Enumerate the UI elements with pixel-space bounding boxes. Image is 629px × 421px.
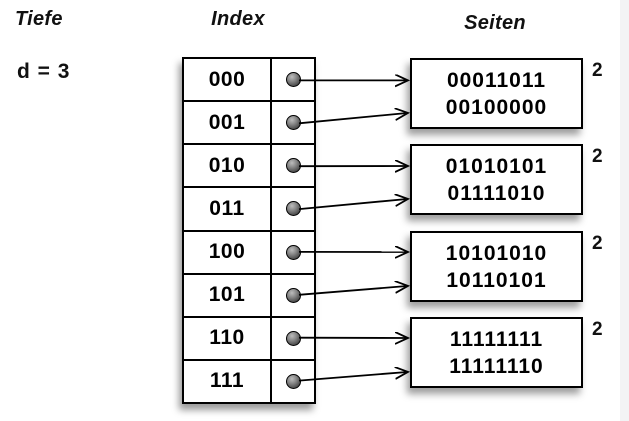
pointer-cell	[272, 59, 314, 100]
index-bits: 111	[184, 360, 272, 402]
local-depth-label-3: 2	[592, 319, 603, 340]
page-entry: 11111110	[449, 354, 544, 378]
pointer-cell	[272, 361, 314, 402]
local-depth-label-0: 2	[592, 60, 603, 81]
page-entry: 10110101	[446, 268, 547, 292]
page-entry: 01010101	[445, 154, 548, 178]
right-edge-band	[620, 0, 629, 421]
page-entry: 00011011	[446, 68, 547, 92]
index-row: 110	[184, 317, 314, 361]
pointer-dot	[285, 330, 301, 346]
pointer-dot	[285, 287, 301, 303]
index-bits: 000	[184, 59, 272, 101]
page-box-0: 00011011 00100000	[410, 58, 583, 129]
local-depth-label-2: 2	[592, 233, 603, 254]
page-box-2: 10101010 10110101	[410, 231, 583, 302]
pointer-cell	[272, 232, 314, 273]
index-row: 001	[184, 102, 314, 146]
local-depth-label-1: 2	[592, 146, 603, 167]
pointer-dot	[285, 72, 301, 88]
index-bits: 100	[184, 231, 272, 273]
pointer-dot	[285, 373, 301, 389]
page-box-3: 11111111 11111110	[410, 317, 583, 388]
index-bits: 110	[184, 317, 272, 359]
page-entry: 01111010	[447, 181, 546, 205]
index-bits: 001	[184, 102, 272, 144]
pointer-dot	[285, 244, 301, 260]
global-depth-value: d = 3	[17, 60, 71, 83]
index-row: 011	[184, 188, 314, 232]
index-row: 101	[184, 274, 314, 318]
index-column-header: Index	[211, 8, 265, 30]
pointer-dot	[285, 158, 301, 174]
index-table: 000 001 010 011 100 101 110 111	[182, 57, 316, 404]
index-bits: 011	[184, 188, 272, 230]
page-entry: 00100000	[445, 95, 548, 119]
pointer-cell	[272, 188, 314, 229]
pointer-dot	[285, 201, 301, 217]
pointer-cell	[272, 318, 314, 359]
pointer-cell	[272, 102, 314, 143]
page-entry: 11111111	[449, 327, 544, 351]
page-entry: 10101010	[445, 241, 548, 265]
index-row: 000	[184, 59, 314, 103]
pages-column-header: Seiten	[464, 12, 526, 34]
pointer-cell	[272, 145, 314, 186]
depth-column-header: Tiefe	[15, 8, 63, 30]
index-bits: 101	[184, 274, 272, 316]
index-row: 100	[184, 231, 314, 275]
page-box-1: 01010101 01111010	[410, 144, 583, 215]
pointer-dot	[285, 115, 301, 131]
index-bits: 010	[184, 145, 272, 187]
index-row: 010	[184, 145, 314, 189]
pointer-cell	[272, 275, 314, 316]
index-row: 111	[184, 360, 314, 402]
